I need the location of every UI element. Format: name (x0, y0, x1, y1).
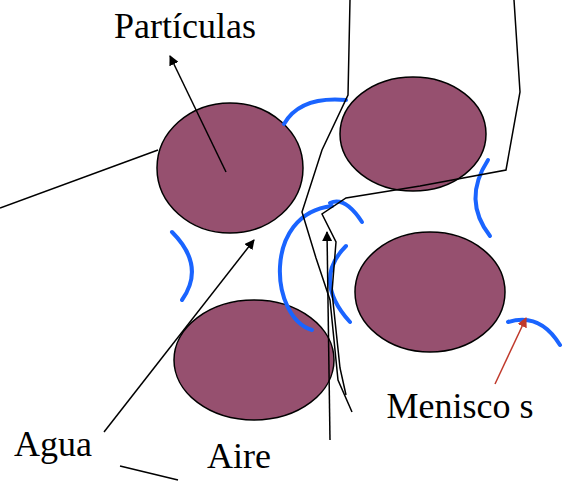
soil-particle (340, 77, 486, 191)
soil-particle (174, 300, 334, 420)
air-label: Aire (207, 436, 271, 477)
water-label: Agua (14, 424, 92, 465)
callout-line (120, 466, 178, 480)
leader-arrow (104, 240, 254, 432)
leader-arrow (170, 56, 226, 172)
air-path (302, 0, 520, 412)
particle-label: Partículas (114, 6, 256, 47)
soil-particle (157, 103, 303, 233)
callout-line (0, 150, 158, 208)
leader-arrow (495, 318, 526, 384)
leader-arrow (327, 232, 330, 440)
meniscus-label: Menisco s (380, 386, 540, 427)
soil-particle (355, 232, 505, 352)
water-meniscus (172, 100, 560, 346)
